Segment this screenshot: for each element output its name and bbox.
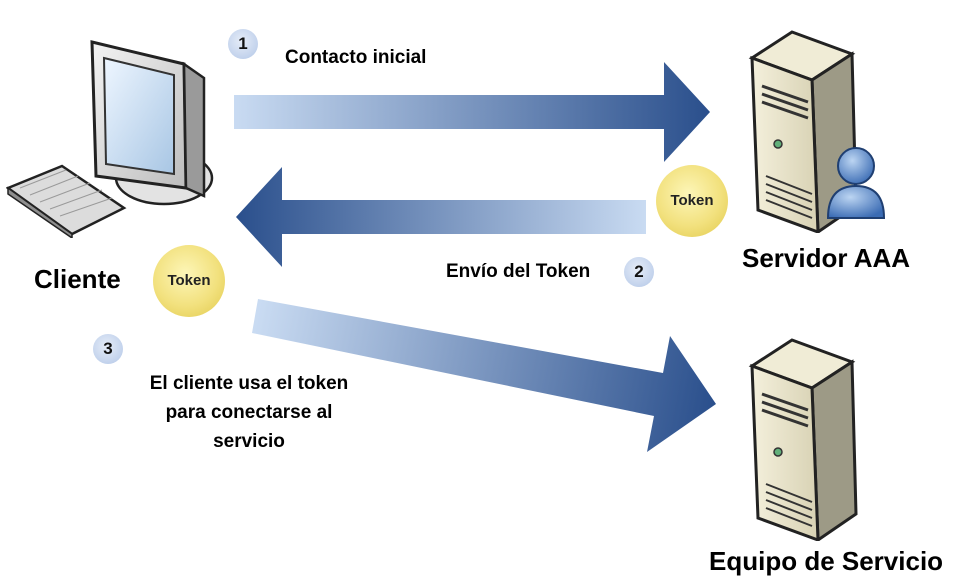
step-3-badge: 3 <box>93 334 123 364</box>
step-1-badge: 1 <box>228 29 258 59</box>
step-3-line-3: servicio <box>213 431 285 452</box>
desktop-computer-icon <box>6 40 214 238</box>
arrow-service <box>252 299 716 452</box>
token-near-client: Token <box>153 245 225 317</box>
step-3-line-2: para conectarse al <box>165 402 333 423</box>
arrow-contact <box>234 62 710 162</box>
aaa-server-label: Servidor AAA <box>742 243 911 273</box>
token-near-server: Token <box>656 165 728 237</box>
step-3-line-1: El cliente usa el token <box>149 373 349 394</box>
step-2-label: Envío del Token <box>446 261 591 282</box>
step-1-label: Contacto inicial <box>285 47 427 68</box>
step-3-description: El cliente usa el token para conectarse … <box>118 369 380 456</box>
tower-server-icon <box>748 338 858 541</box>
arrow-token-return <box>236 167 646 267</box>
service-equipment-label: Equipo de Servicio <box>709 546 944 576</box>
client-label: Cliente <box>34 264 121 294</box>
user-icon <box>826 147 886 219</box>
tower-server-icon <box>748 30 858 233</box>
step-2-badge: 2 <box>624 257 654 287</box>
